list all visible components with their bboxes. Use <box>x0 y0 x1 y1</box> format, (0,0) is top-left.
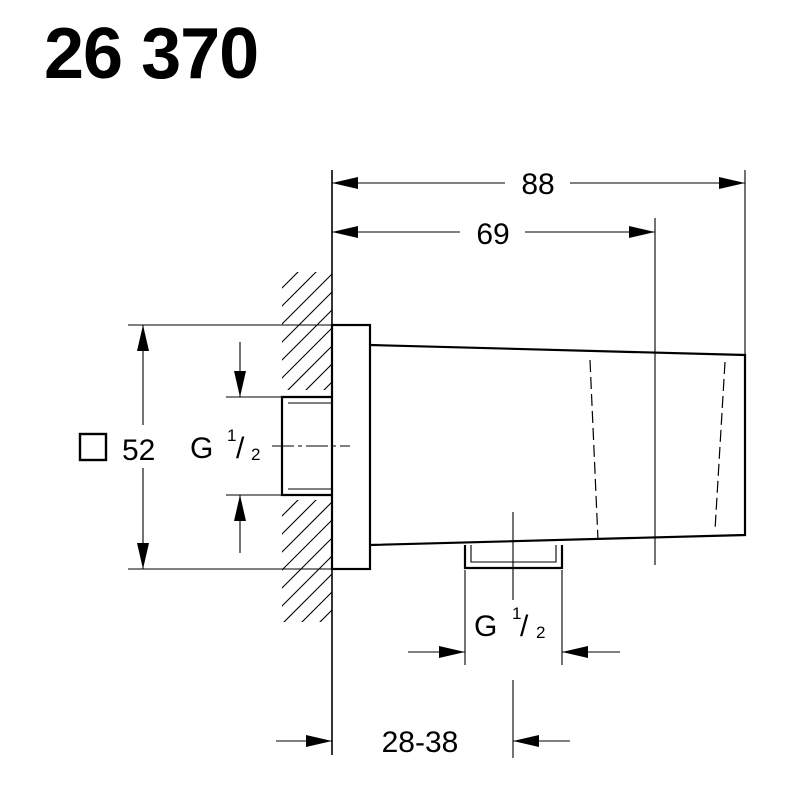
dim-88-label: 88 <box>521 168 554 201</box>
dim-69-arrow-right <box>629 226 655 238</box>
model-number: 26 370 <box>44 14 259 94</box>
dim-88-arrow-right <box>719 177 745 189</box>
dim-88-arrow-left <box>332 177 358 189</box>
dim-69-arrow-left <box>332 226 358 238</box>
square-symbol-icon <box>78 432 108 462</box>
outlet-thread-den: 2 <box>536 623 545 642</box>
dim-69-label: 69 <box>476 218 509 251</box>
outlet-dim-arrow-left <box>439 646 465 658</box>
dim-52-arrow-top <box>137 325 149 351</box>
wall-flange <box>330 323 372 571</box>
offset-dim-label: 28-38 <box>382 726 459 759</box>
inlet-dim-arrow-top <box>234 371 246 397</box>
holder-body <box>369 343 747 547</box>
wall-hatching-top <box>282 272 332 390</box>
holder-hidden-line-2 <box>714 361 726 531</box>
offset-dim-arrow-left <box>306 735 332 747</box>
wall-hatching-bottom <box>282 500 332 622</box>
outlet-thread-slash: / <box>520 610 529 643</box>
dim-52-label: 52 <box>122 434 155 467</box>
inlet-thread-label: G <box>190 432 213 465</box>
outlet-thread-num: 1 <box>512 604 521 623</box>
inlet-dim-arrow-bottom <box>234 495 246 521</box>
outlet-dim-arrow-right <box>562 646 588 658</box>
dim-52-arrow-bottom <box>137 543 149 569</box>
holder-hidden-line-1 <box>589 359 599 541</box>
outlet-thread-label: G <box>474 610 497 643</box>
inlet-thread-num: 1 <box>227 426 236 445</box>
offset-dim-arrow-right <box>513 735 539 747</box>
inlet-thread-inner <box>288 402 332 490</box>
inlet-thread-slash: / <box>236 432 245 465</box>
inlet-thread-den: 2 <box>251 445 260 464</box>
